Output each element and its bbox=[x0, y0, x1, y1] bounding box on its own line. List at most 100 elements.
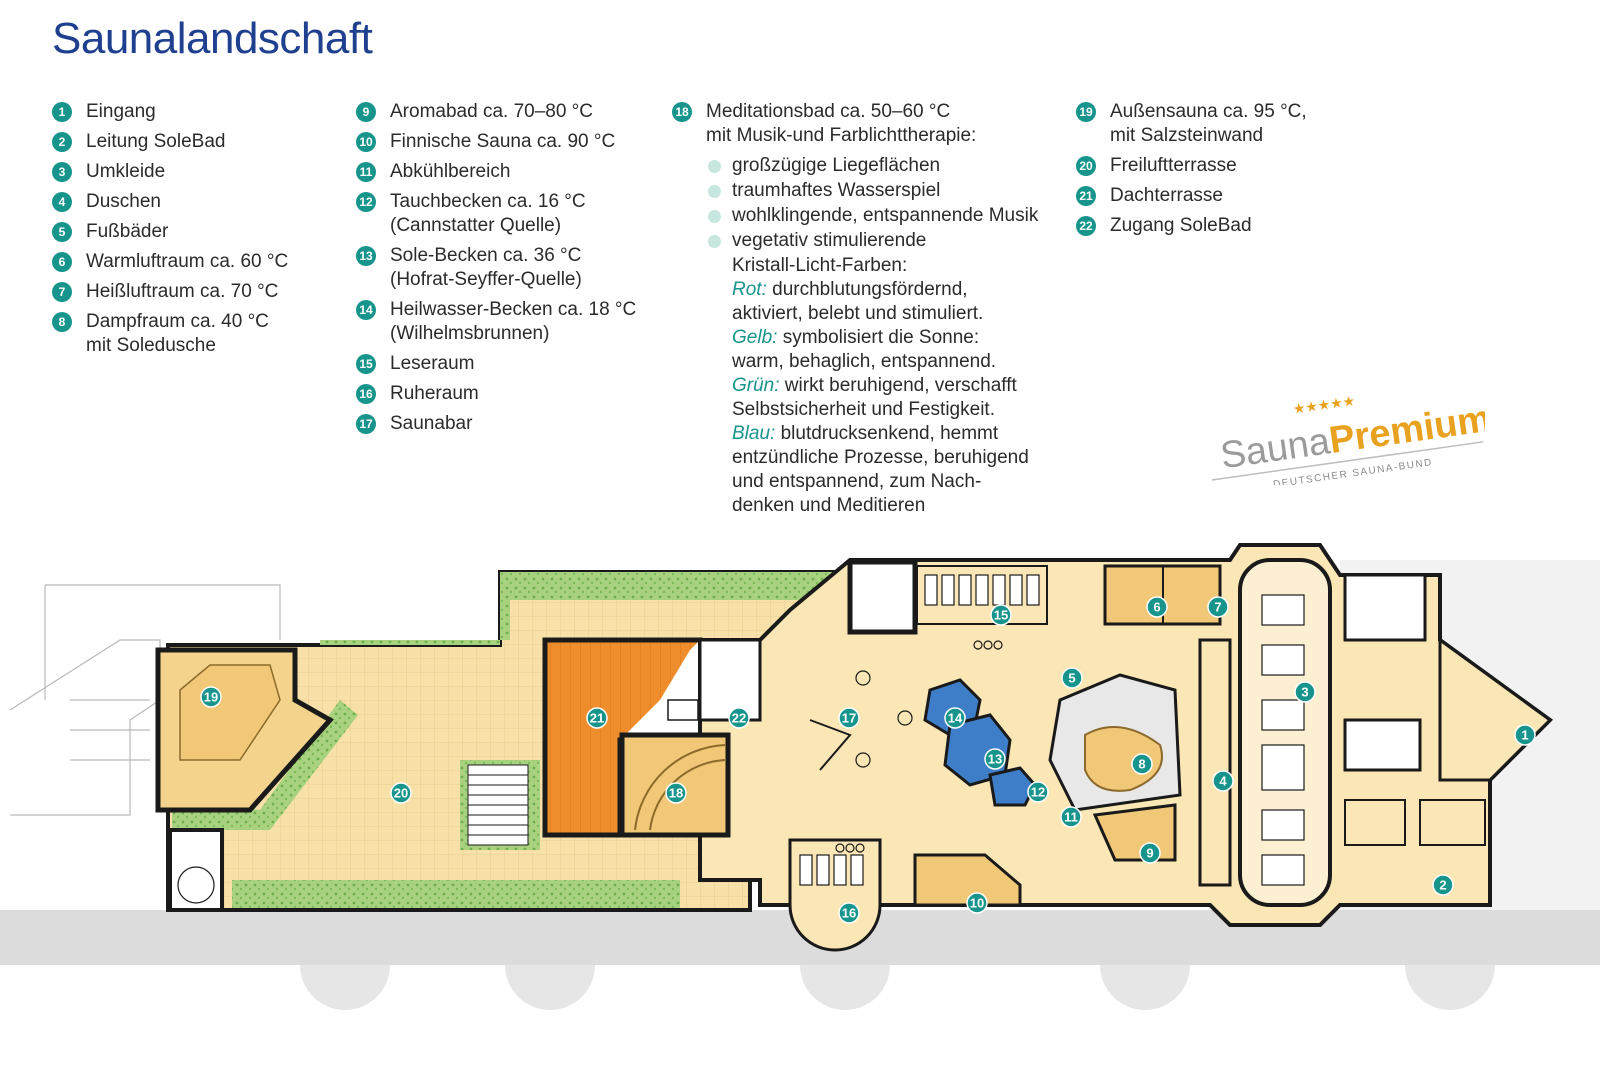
logo-underline bbox=[1211, 441, 1484, 481]
map-marker-19: 19 bbox=[200, 686, 222, 708]
marker-label: 1 bbox=[1521, 728, 1528, 743]
map-marker-17: 17 bbox=[838, 707, 860, 729]
map-marker-6: 6 bbox=[1146, 596, 1168, 618]
number-badge: 20 bbox=[1076, 156, 1096, 176]
lounge-chairs bbox=[799, 854, 864, 886]
lounge-chairs bbox=[924, 574, 1040, 606]
finnische-sauna-room bbox=[913, 853, 1022, 907]
planting-strip bbox=[232, 880, 680, 908]
marker-label: 2 bbox=[1439, 878, 1446, 893]
list-item: traumhaftes Wasserspiel bbox=[706, 179, 1052, 203]
feature-list: großzügige Liegeflächen traumhaftes Wass… bbox=[706, 154, 1052, 253]
number-badge: 4 bbox=[52, 192, 72, 212]
map-marker-14: 14 bbox=[944, 707, 966, 729]
lift-box bbox=[667, 699, 699, 721]
marker-label: 18 bbox=[669, 786, 683, 801]
marker-label: 4 bbox=[1219, 774, 1227, 789]
technical-room bbox=[847, 559, 918, 635]
list-item: wohlklingende, entspannende Musik bbox=[706, 204, 1052, 228]
stair-room bbox=[1343, 573, 1427, 642]
office-room bbox=[1344, 799, 1406, 846]
marker-label: 13 bbox=[988, 752, 1002, 767]
street-arch bbox=[1405, 965, 1495, 1010]
map-marker-3: 3 bbox=[1294, 681, 1316, 703]
number-badge: 11 bbox=[356, 162, 376, 182]
color-name-gruen: Grün: bbox=[732, 375, 780, 396]
map-marker-15: 15 bbox=[990, 604, 1012, 626]
number-badge: 9 bbox=[356, 102, 376, 122]
marker-label: 3 bbox=[1301, 685, 1308, 700]
map-marker-9: 9 bbox=[1139, 842, 1161, 864]
map-marker-10: 10 bbox=[966, 892, 988, 914]
legend-item-meditationsbad: 18 Meditationsbad ca. 50–60 °C mit Musik… bbox=[672, 100, 1052, 518]
rating-stars: ★★★★★ bbox=[1292, 393, 1356, 418]
map-marker-12: 12 bbox=[1027, 781, 1049, 803]
number-badge: 16 bbox=[356, 384, 376, 404]
number-badge: 3 bbox=[52, 162, 72, 182]
color-name-blau: Blau: bbox=[732, 423, 776, 444]
map-marker-2: 2 bbox=[1432, 874, 1454, 896]
map-marker-7: 7 bbox=[1207, 596, 1229, 618]
number-badge: 6 bbox=[52, 252, 72, 272]
number-badge: 10 bbox=[356, 132, 376, 152]
staircase bbox=[467, 764, 529, 846]
marker-label: 19 bbox=[204, 690, 218, 705]
marker-label: 11 bbox=[1064, 810, 1078, 825]
office-room bbox=[1419, 799, 1486, 846]
bar-counter bbox=[809, 719, 852, 771]
color-name-rot: Rot: bbox=[732, 279, 767, 300]
sauna-premium-logo: ★★★★★ SaunaPremium DEUTSCHER SAUNA-BUND bbox=[1205, 385, 1494, 490]
street-arch bbox=[1100, 965, 1190, 1010]
street-arch bbox=[505, 965, 595, 1010]
bar-tables bbox=[835, 640, 1003, 853]
street-arch bbox=[800, 965, 890, 1010]
map-marker-13: 13 bbox=[984, 748, 1006, 770]
number-badge: 14 bbox=[356, 300, 376, 320]
marker-label: 9 bbox=[1146, 846, 1153, 861]
list-item: vegetativ stimulierende bbox=[706, 229, 1052, 253]
map-marker-5: 5 bbox=[1061, 667, 1083, 689]
map-marker-20: 20 bbox=[390, 782, 412, 804]
legend-column-3: 18 Meditationsbad ca. 50–60 °C mit Musik… bbox=[672, 100, 1052, 524]
marker-label: 8 bbox=[1138, 757, 1145, 772]
map-marker-8: 8 bbox=[1131, 753, 1153, 775]
marker-label: 14 bbox=[948, 711, 963, 726]
marker-label: 20 bbox=[394, 786, 408, 801]
map-marker-11: 11 bbox=[1060, 806, 1082, 828]
number-badge: 7 bbox=[52, 282, 72, 302]
number-badge: 2 bbox=[52, 132, 72, 152]
zugang-area bbox=[698, 638, 762, 722]
map-marker-21: 21 bbox=[586, 707, 608, 729]
lift-room bbox=[1343, 718, 1422, 772]
marker-label: 5 bbox=[1068, 671, 1075, 686]
number-badge: 15 bbox=[356, 354, 376, 374]
number-badge: 13 bbox=[356, 246, 376, 266]
marker-label: 7 bbox=[1214, 600, 1221, 615]
planting-strip bbox=[172, 700, 358, 830]
planting-strip bbox=[320, 572, 845, 645]
map-marker-22: 22 bbox=[728, 707, 750, 729]
list-item: großzügige Liegeflächen bbox=[706, 154, 1052, 178]
number-badge: 1 bbox=[52, 102, 72, 122]
number-badge: 21 bbox=[1076, 186, 1096, 206]
color-notes: Kristall-Licht-Farben: Rot: durchblutung… bbox=[732, 255, 1029, 516]
marker-label: 6 bbox=[1153, 600, 1160, 615]
number-badge: 19 bbox=[1076, 102, 1096, 122]
